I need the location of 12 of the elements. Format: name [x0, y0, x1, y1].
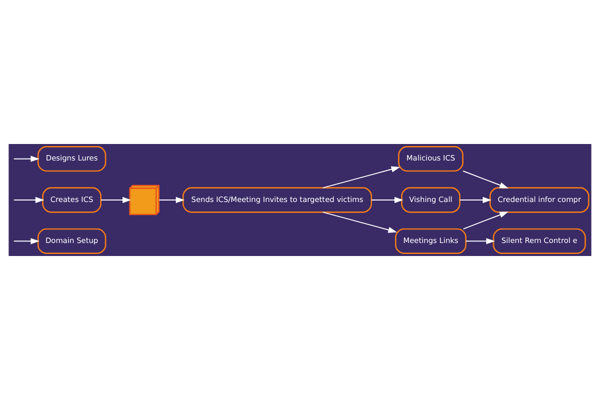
arrow: [371, 196, 404, 204]
arrow: [322, 212, 398, 233]
arrow: [101, 196, 132, 204]
arrow: [14, 196, 44, 204]
arrow: [322, 166, 400, 188]
arrow: [462, 170, 508, 188]
arrow: [466, 238, 495, 244]
arrow: [460, 196, 492, 204]
arrow: [463, 212, 508, 230]
arrow: [14, 156, 40, 162]
arrow: [159, 196, 185, 204]
arrow: [14, 238, 40, 244]
